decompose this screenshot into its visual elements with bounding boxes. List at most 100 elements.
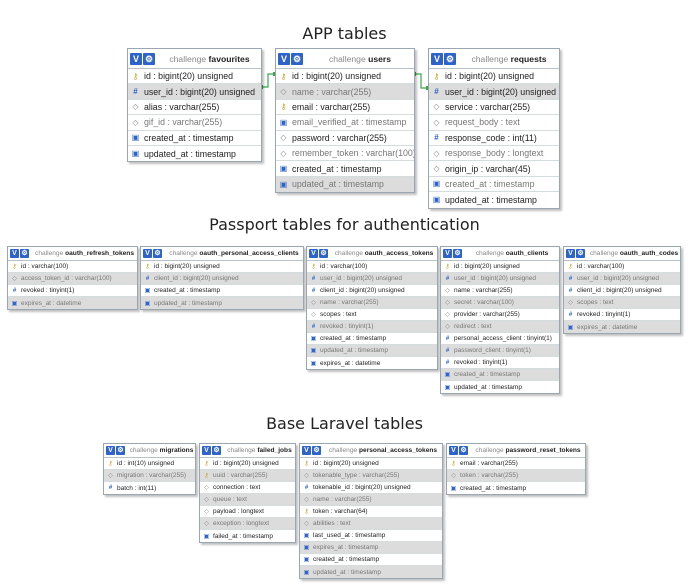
column-row[interactable]: ◇name : varchar(255): [276, 84, 414, 100]
column-row[interactable]: ◇request_body : text: [429, 115, 559, 131]
gear-icon[interactable]: ⚙: [212, 446, 221, 455]
collapse-toggle-icon[interactable]: V: [202, 446, 211, 455]
column-row[interactable]: #user_id : bigint(20) unsigned: [128, 84, 261, 100]
table-oauth-refresh-tokens[interactable]: V⚙challenge oauth_refresh_tokens⚷id : va…: [7, 246, 138, 310]
column-row[interactable]: ◇redirect : text: [441, 321, 559, 333]
column-row[interactable]: ◇connection : text: [200, 482, 295, 494]
gear-icon[interactable]: ⚙: [312, 446, 321, 455]
column-row[interactable]: #tokenable_id : bigint(20) unsigned: [300, 482, 442, 494]
column-row[interactable]: #user_id : bigint(20) unsigned: [307, 273, 437, 285]
column-row[interactable]: ◇name : varchar(255): [441, 285, 559, 297]
column-row[interactable]: ◇remember_token : varchar(100): [276, 146, 414, 162]
column-row[interactable]: #revoked : tinyint(1): [8, 285, 137, 297]
column-row[interactable]: ▣updated_at : timestamp: [307, 345, 437, 357]
column-row[interactable]: ⚷id : varchar(100): [564, 261, 680, 273]
table-header[interactable]: V⚙challenge oauth_access_tokens: [307, 247, 437, 261]
column-row[interactable]: ◇service : varchar(255): [429, 100, 559, 116]
column-row[interactable]: ▣updated_at : timestamp: [429, 192, 559, 207]
table-migrations[interactable]: V⚙challenge migrations⚷id : int(10) unsi…: [103, 443, 196, 495]
column-row[interactable]: ◇scopes : text: [307, 309, 437, 321]
table-favourites[interactable]: V⚙challenge favourites⚷id : bigint(20) u…: [127, 48, 262, 163]
column-row[interactable]: #client_id : bigint(20) unsigned: [307, 285, 437, 297]
gear-icon[interactable]: ⚙: [291, 52, 303, 65]
table-requests[interactable]: V⚙challenge requests⚷id : bigint(20) uns…: [428, 48, 560, 209]
column-row[interactable]: ▣updated_at : timestamp: [141, 297, 303, 309]
column-row[interactable]: ◇name : varchar(255): [307, 297, 437, 309]
column-row[interactable]: #user_id : bigint(20) unsigned: [564, 273, 680, 285]
table-personal-access-tokens[interactable]: V⚙challenge personal_access_tokens⚷id : …: [299, 443, 443, 579]
table-header[interactable]: V⚙challenge password_reset_tokens: [447, 444, 585, 458]
column-row[interactable]: #user_id : bigint(20) unsigned: [441, 273, 559, 285]
collapse-toggle-icon[interactable]: V: [443, 249, 452, 258]
column-row[interactable]: #revoked : tinyint(1): [564, 309, 680, 321]
table-header[interactable]: V⚙challenge favourites: [128, 49, 261, 69]
table-header[interactable]: V⚙challenge requests: [429, 49, 559, 69]
column-row[interactable]: ▣created_at : timestamp: [141, 285, 303, 297]
gear-icon[interactable]: ⚙: [20, 249, 29, 258]
column-row[interactable]: ◇gif_id : varchar(255): [128, 115, 261, 131]
column-row[interactable]: #password_client : tinyint(1): [441, 345, 559, 357]
column-row[interactable]: ◇password : varchar(255): [276, 131, 414, 146]
column-row[interactable]: ⚷id : bigint(20) unsigned: [300, 458, 442, 470]
collapse-toggle-icon[interactable]: V: [143, 249, 152, 258]
column-row[interactable]: ⚷id : int(10) unsigned: [104, 458, 195, 470]
column-row[interactable]: ⚷id : bigint(20) unsigned: [128, 69, 261, 85]
column-row[interactable]: ▣expires_at : datetime: [564, 321, 680, 333]
column-row[interactable]: ⚷id : bigint(20) unsigned: [276, 69, 414, 85]
column-row[interactable]: ▣created_at : timestamp: [429, 177, 559, 193]
column-row[interactable]: ⚷id : bigint(20) unsigned: [141, 261, 303, 273]
column-row[interactable]: ⚷id : varchar(100): [8, 261, 137, 273]
table-header[interactable]: V⚙challenge oauth_clients: [441, 247, 559, 261]
column-row[interactable]: ▣failed_at : timestamp: [200, 530, 295, 542]
column-row[interactable]: ◇provider : varchar(255): [441, 309, 559, 321]
column-row[interactable]: ◇access_token_id : varchar(100): [8, 273, 137, 285]
column-row[interactable]: ▣created_at : timestamp: [447, 482, 585, 494]
column-row[interactable]: #personal_access_client : tinyint(1): [441, 333, 559, 345]
column-row[interactable]: ◇queue : text: [200, 494, 295, 506]
column-row[interactable]: #response_code : int(11): [429, 131, 559, 146]
column-row[interactable]: ▣expires_at : timestamp: [300, 542, 442, 554]
column-row[interactable]: ▣created_at : timestamp: [276, 161, 414, 177]
column-row[interactable]: #revoked : tinyint(1): [441, 357, 559, 369]
column-row[interactable]: ◇name : varchar(255): [300, 494, 442, 506]
collapse-toggle-icon[interactable]: V: [449, 446, 458, 455]
column-row[interactable]: ⚷id : bigint(20) unsigned: [429, 69, 559, 85]
collapse-toggle-icon[interactable]: V: [130, 52, 142, 65]
gear-icon[interactable]: ⚙: [116, 446, 125, 455]
table-failed-jobs[interactable]: V⚙challenge failed_jobs⚷id : bigint(20) …: [199, 443, 296, 543]
collapse-toggle-icon[interactable]: V: [302, 446, 311, 455]
column-row[interactable]: ▣created_at : timestamp: [307, 333, 437, 345]
table-header[interactable]: V⚙challenge oauth_refresh_tokens: [8, 247, 137, 261]
column-row[interactable]: #revoked : tinyint(1): [307, 321, 437, 333]
collapse-toggle-icon[interactable]: V: [278, 52, 290, 65]
column-row[interactable]: ◇response_body : longtext: [429, 146, 559, 162]
column-row[interactable]: ⚷email : varchar(255): [276, 100, 414, 116]
table-password-reset-tokens[interactable]: V⚙challenge password_reset_tokens⚷email …: [446, 443, 586, 495]
collapse-toggle-icon[interactable]: V: [10, 249, 19, 258]
collapse-toggle-icon[interactable]: V: [309, 249, 318, 258]
collapse-toggle-icon[interactable]: V: [566, 249, 575, 258]
column-row[interactable]: ◇payload : longtext: [200, 506, 295, 518]
column-row[interactable]: #client_id : bigint(20) unsigned: [564, 285, 680, 297]
collapse-toggle-icon[interactable]: V: [106, 446, 115, 455]
column-row[interactable]: ▣updated_at : timestamp: [276, 176, 414, 193]
gear-icon[interactable]: ⚙: [319, 249, 328, 258]
table-header[interactable]: V⚙challenge failed_jobs: [200, 444, 295, 458]
column-row[interactable]: ⚷id : bigint(20) unsigned: [200, 458, 295, 470]
table-users[interactable]: V⚙challenge users⚷id : bigint(20) unsign…: [275, 48, 415, 194]
table-header[interactable]: V⚙challenge personal_access_tokens: [300, 444, 442, 458]
table-oauth-auth-codes[interactable]: V⚙challenge oauth_auth_codes⚷id : varcha…: [563, 246, 681, 334]
column-row[interactable]: ◇scopes : text: [564, 297, 680, 309]
column-row[interactable]: ⚷email : varchar(255): [447, 458, 585, 470]
column-row[interactable]: #client_id : bigint(20) unsigned: [141, 273, 303, 285]
gear-icon[interactable]: ⚙: [459, 446, 468, 455]
column-row[interactable]: ⚷id : bigint(20) unsigned: [441, 261, 559, 273]
column-row[interactable]: ◇origin_ip : varchar(45): [429, 161, 559, 177]
column-row[interactable]: ◇alias : varchar(255): [128, 100, 261, 116]
column-row[interactable]: ▣updated_at : timestamp: [441, 381, 559, 393]
column-row[interactable]: #user_id : bigint(20) unsigned: [429, 84, 559, 100]
column-row[interactable]: ▣created_at : timestamp: [128, 131, 261, 146]
column-row[interactable]: ⚷token : varchar(64): [300, 506, 442, 518]
table-oauth-clients[interactable]: V⚙challenge oauth_clients⚷id : bigint(20…: [440, 246, 560, 394]
column-row[interactable]: ◇tokenable_type : varchar(255): [300, 470, 442, 482]
